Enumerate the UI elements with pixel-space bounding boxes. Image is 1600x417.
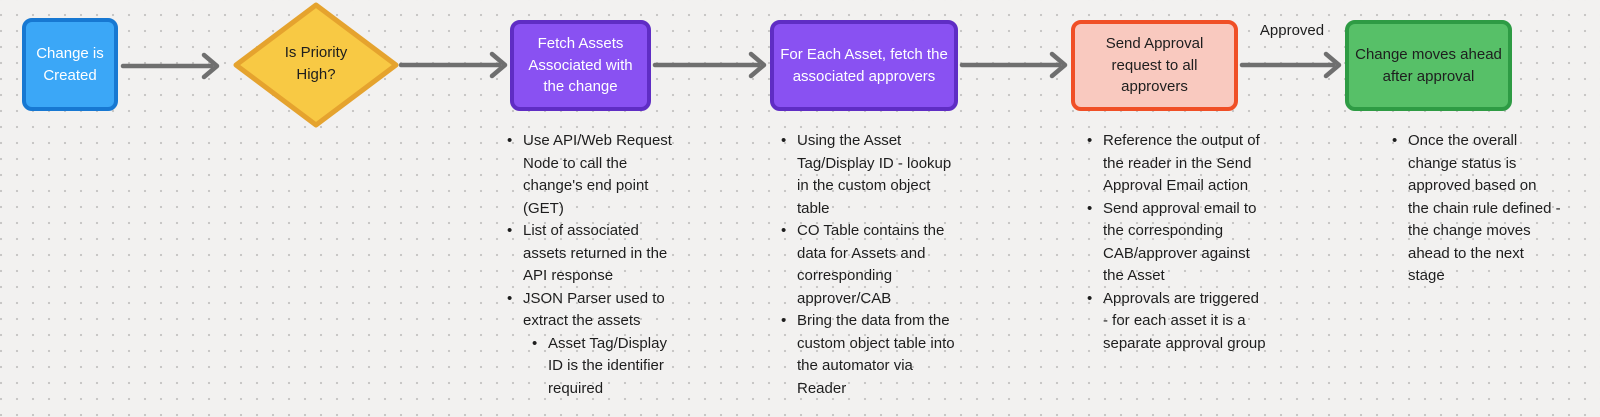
node-priority-diamond[interactable] (233, 2, 399, 128)
node-send-approval[interactable]: Send Approval request to all approvers (1071, 20, 1238, 111)
connector-arrow-4[interactable] (959, 51, 1068, 79)
node-fetch-assets-label: Fetch Assets Associated with the change (528, 34, 633, 96)
connector-arrow-1[interactable] (120, 52, 220, 80)
connector-arrow-2[interactable] (398, 51, 508, 79)
node-fetch-approvers-label: For Each Asset, fetch the associated app… (780, 45, 948, 85)
node-fetch-approvers[interactable]: For Each Asset, fetch the associated app… (770, 20, 958, 111)
edge-label-approved[interactable]: Approved (1259, 22, 1325, 39)
node-send-approval-label: Send Approval request to all approvers (1105, 34, 1204, 96)
node-change-created[interactable]: Change is Created (22, 18, 118, 111)
note-item: Bring the data from the custom object ta… (776, 310, 958, 400)
note-item: Once the overall change status is approv… (1387, 130, 1561, 288)
notes-send-approval[interactable]: Reference the output of the reader in th… (1082, 130, 1266, 355)
notes-fetch-assets-sublist: Asset Tag/Display ID is the identifier r… (527, 333, 678, 401)
note-item: List of associated assets returned in th… (502, 220, 678, 288)
note-item: Use API/Web Request Node to call the cha… (502, 130, 678, 220)
note-item: Approvals are triggered - for each asset… (1082, 288, 1266, 356)
node-change-ahead[interactable]: Change moves ahead after approval (1345, 20, 1512, 111)
node-change-ahead-label: Change moves ahead after approval (1355, 45, 1502, 85)
node-priority-label: Is Priority High? (284, 44, 348, 83)
note-subitem: Asset Tag/Display ID is the identifier r… (527, 333, 678, 401)
node-fetch-assets[interactable]: Fetch Assets Associated with the change (510, 20, 651, 111)
notes-change-ahead[interactable]: Once the overall change status is approv… (1387, 130, 1561, 288)
connector-arrow-3[interactable] (652, 51, 767, 79)
note-item: Reference the output of the reader in th… (1082, 130, 1266, 198)
note-item: JSON Parser used to extract the assets A… (502, 288, 678, 401)
note-item: CO Table contains the data for Assets an… (776, 220, 958, 310)
node-change-created-label: Change is Created (36, 44, 104, 84)
notes-fetch-approvers[interactable]: Using the Asset Tag/Display ID - lookup … (776, 130, 958, 400)
note-item: Send approval email to the corresponding… (1082, 198, 1266, 288)
note-item: Using the Asset Tag/Display ID - lookup … (776, 130, 958, 220)
connector-arrow-5[interactable] (1239, 51, 1342, 79)
notes-fetch-assets[interactable]: Use API/Web Request Node to call the cha… (502, 130, 678, 400)
